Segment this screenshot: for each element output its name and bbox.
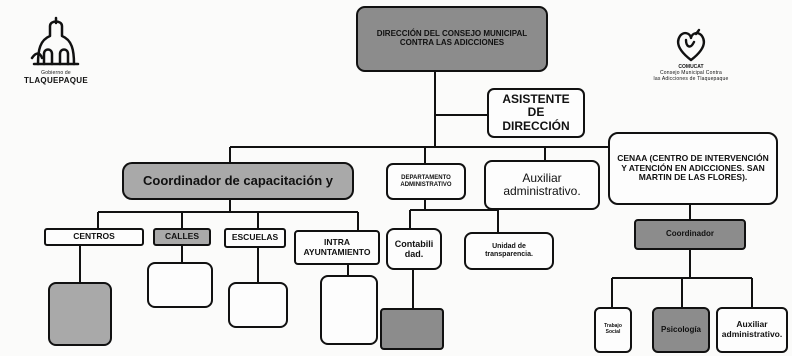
tlaquepaque-logo: Gobierno de TLAQUEPAQUE [8,14,104,85]
node-departamento-administrativo-label: DEPARTAMENTO ADMINISTRATIVO [400,174,452,188]
node-unidad-transparencia-label: Unidad de transparencia. [485,243,533,258]
node-centros: CENTROS [44,228,144,246]
comucat-logo: COMUCAT Consejo Municipal Contra las Adi… [635,28,747,82]
node-intra-ayuntamiento: INTRA AYUNTAMIENTO [294,230,380,265]
node-psicologia-label: Psicología [660,324,701,334]
logo-line-1: Consejo Municipal Contra [659,70,723,76]
node-coordinador-capacitacion: Coordinador de capacitación y [122,162,354,200]
node-coordinador-capacitacion-label: Coordinador de capacitación y [143,172,333,188]
node-centros-label: CENTROS [73,231,115,242]
node-auxiliar-administrativo: Auxiliar administrativo. [484,160,600,210]
empty-box-escuelas [228,282,288,328]
logo-name: TLAQUEPAQUE [23,76,89,85]
node-trabajo-social: Trabajo Social [594,307,632,353]
node-escuelas-label: ESCUELAS [231,232,279,243]
node-asistente: ASISTENTE DE DIRECCIÓN [487,88,585,138]
node-auxiliar-administrativo-label: Auxiliar administrativo. [503,170,581,198]
node-calles-label: CALLES [165,231,199,242]
empty-box-contabilidad [380,308,444,350]
node-coordinador: Coordinador [634,219,746,250]
node-departamento-administrativo: DEPARTAMENTO ADMINISTRATIVO [386,163,466,200]
node-cenaa: CENAA (CENTRO DE INTERVENCIÓN Y ATENCIÓN… [608,132,778,205]
node-auxiliar-administrativo-2-label: Auxiliar administrativo. [721,319,783,339]
node-cenaa-label: CENAA (CENTRO DE INTERVENCIÓN Y ATENCIÓN… [617,153,769,183]
node-escuelas: ESCUELAS [224,228,286,248]
node-direccion-label: DIRECCIÓN DEL CONSEJO MUNICIPAL CONTRA L… [376,29,528,47]
node-psicologia: Psicología [652,307,710,353]
heart-icon [677,28,705,62]
node-calles: CALLES [153,228,211,246]
node-contabilidad-label: Contabili dad. [394,238,434,259]
node-coordinador-label: Coordinador [666,229,714,239]
empty-box-intra-ayuntamiento [320,275,378,345]
empty-box-calles [147,262,213,308]
logo-acronym: COMUCAT [678,64,704,70]
church-icon [30,16,80,66]
node-auxiliar-administrativo-2: Auxiliar administrativo. [716,307,788,353]
logo-line-2: las Adicciones de Tlaquepaque [653,76,729,82]
node-unidad-transparencia: Unidad de transparencia. [464,232,554,270]
empty-box-centros [48,282,112,346]
node-asistente-label: ASISTENTE DE DIRECCIÓN [502,91,570,133]
node-intra-ayuntamiento-label: INTRA AYUNTAMIENTO [303,236,371,257]
node-contabilidad: Contabili dad. [386,228,442,270]
node-trabajo-social-label: Trabajo Social [604,323,622,335]
logo-small-text: Gobierno de [41,70,71,76]
node-direccion: DIRECCIÓN DEL CONSEJO MUNICIPAL CONTRA L… [356,6,548,72]
